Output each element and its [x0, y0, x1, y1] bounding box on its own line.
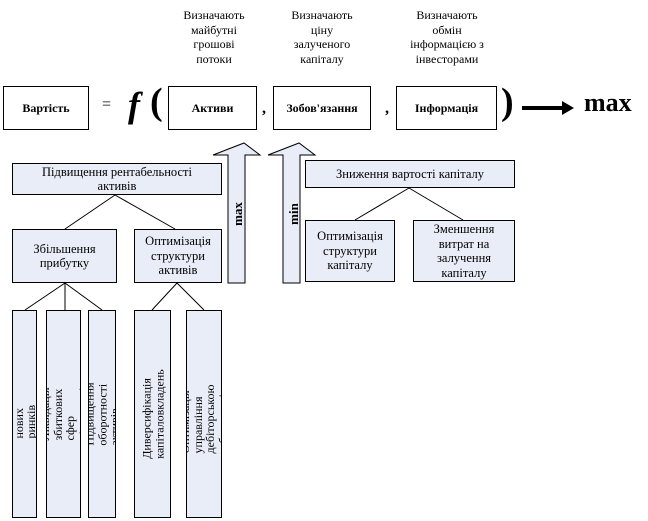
capital-cost-reduction-label: Зменшення витрат на залучення капіталу: [433, 222, 495, 280]
leaf-receivables-label: Оптимізація управління дебіторською забо…: [186, 374, 222, 454]
connector: [408, 187, 464, 221]
connector: [151, 282, 178, 311]
leaf-diversification: Диверсифікація капіталовкладень: [134, 310, 171, 518]
asset-structure-box: Оптимізація структури активів: [134, 229, 222, 283]
leaf-new-markets-label: Освоєння нових ринків збуту: [12, 404, 37, 439]
arg-liabilities-label: Зобов'язання: [286, 100, 358, 115]
function-symbol: f: [128, 85, 140, 125]
annotation-information: Визначають обмін інформацією з інвестора…: [410, 8, 484, 66]
asset-structure-label: Оптимізація структури активів: [145, 234, 211, 278]
left-root-label: Підвищення рентабельності активів: [42, 164, 192, 194]
arg-assets-box: Активи: [168, 86, 257, 130]
comma-1: ,: [262, 100, 266, 117]
leaf-turnover-label: Підвищення оборотності активів: [88, 382, 116, 446]
leaf-liquidation: Ліквідація збиткових сфер діяльності: [46, 310, 81, 518]
right-root-box: Зниження вартості капіталу: [305, 160, 515, 188]
capital-structure-label: Оптимізація структури капіталу: [317, 229, 383, 273]
capital-cost-reduction-box: Зменшення витрат на залучення капіталу: [413, 220, 515, 282]
value-label: Вартість: [22, 100, 70, 115]
connector: [64, 194, 116, 230]
right-root-label: Зниження вартості капіталу: [336, 166, 484, 181]
connector: [64, 282, 103, 311]
connector: [114, 194, 176, 230]
close-paren: ): [501, 81, 514, 123]
leaf-diversification-label: Диверсифікація капіталовкладень: [139, 369, 166, 459]
max-arrow-label: max: [229, 202, 245, 226]
profit-increase-label: Збільшення прибутку: [33, 241, 96, 271]
leaf-turnover: Підвищення оборотності активів: [88, 310, 116, 518]
up-arrow-min-icon: [267, 142, 317, 284]
open-paren: (: [150, 81, 163, 123]
arg-assets-label: Активи: [191, 100, 234, 115]
capital-structure-box: Оптимізація структури капіталу: [305, 220, 395, 282]
up-arrow-max-icon: [212, 142, 262, 284]
arg-information-label: Інформація: [414, 100, 479, 115]
comma-2: ,: [385, 100, 389, 117]
profit-increase-box: Збільшення прибутку: [12, 229, 117, 283]
leaf-new-markets: Освоєння нових ринків збуту: [12, 310, 37, 518]
annotation-liabilities: Визначають ціну залученого капіталу: [291, 8, 353, 66]
target-label: max: [584, 88, 632, 117]
equals-sign: =: [102, 96, 112, 113]
leaf-receivables: Оптимізація управління дебіторською забо…: [186, 310, 222, 518]
value-box: Вартість: [3, 86, 89, 130]
arg-information-box: Інформація: [396, 86, 497, 130]
left-root-box: Підвищення рентабельності активів: [12, 163, 222, 195]
connector: [176, 282, 205, 311]
arrow-right-icon: [522, 101, 574, 115]
arg-liabilities-box: Зобов'язання: [273, 86, 371, 130]
annotation-assets: Визначають майбутні грошові потоки: [183, 8, 245, 66]
connector: [24, 282, 66, 311]
connector: [354, 187, 410, 221]
leaf-liquidation-label: Ліквідація збиткових сфер діяльності: [46, 387, 81, 441]
min-arrow-label: min: [285, 203, 301, 225]
